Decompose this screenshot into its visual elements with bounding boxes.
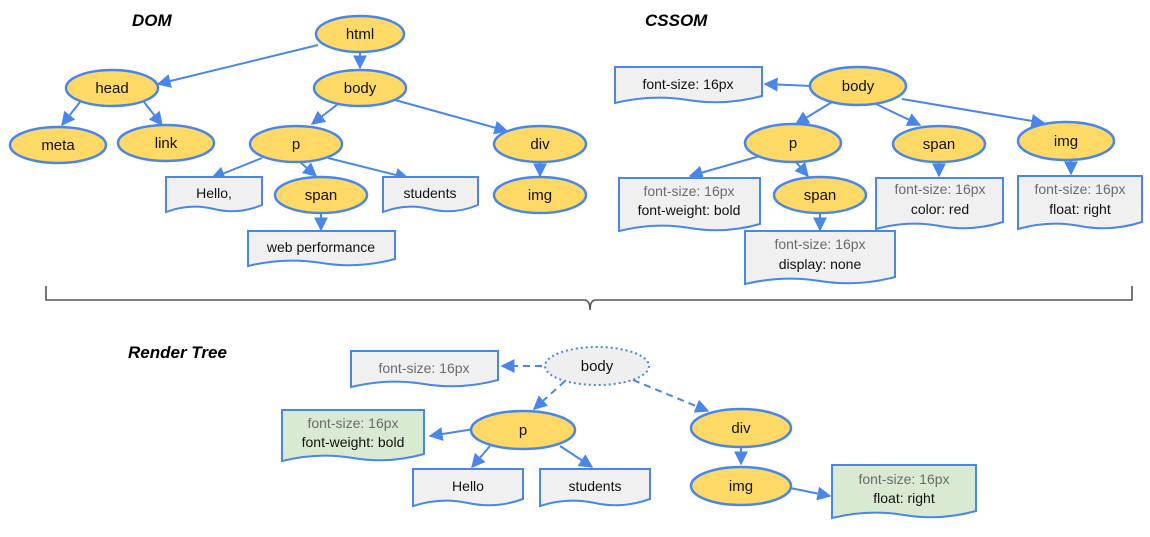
dom-edges bbox=[61, 44, 547, 232]
merge-brace bbox=[45, 286, 1133, 311]
cssom-style-span: font-size: 16px color: red bbox=[875, 177, 1004, 231]
cssom-node-span-nested-label: span bbox=[804, 187, 837, 204]
render-node-img-label: img bbox=[729, 478, 753, 495]
dom-node-link-label: link bbox=[155, 135, 178, 152]
render-node-div: div bbox=[689, 407, 793, 449]
cssom-title: CSSOM bbox=[645, 11, 708, 30]
dom-text-web-performance: web performance bbox=[247, 230, 396, 268]
render-style-img-line-1: font-size: 16px bbox=[858, 471, 949, 487]
cssom-style-span-nested: font-size: 16px display: none bbox=[744, 230, 896, 286]
dom-node-div-label: div bbox=[530, 136, 550, 153]
render-node-div-label: div bbox=[731, 420, 751, 437]
cssom-style-img-line-1: font-size: 16px bbox=[1034, 181, 1125, 197]
dom-text-students-label: students bbox=[404, 185, 457, 201]
dom-node-body: body bbox=[312, 68, 408, 108]
render-tree-edges bbox=[428, 359, 832, 501]
cssom-node-span: span bbox=[891, 124, 987, 164]
render-style-p-line-1: font-size: 16px bbox=[307, 415, 398, 431]
render-text-hello-label: Hello bbox=[452, 478, 484, 494]
cssom-node-p: p bbox=[743, 122, 843, 164]
dom-node-body-label: body bbox=[344, 80, 377, 97]
dom-node-meta-label: meta bbox=[41, 137, 75, 154]
dom-node-span-label: span bbox=[305, 187, 338, 204]
dom-node-head: head bbox=[64, 68, 160, 108]
dom-node-link: link bbox=[116, 123, 216, 163]
render-style-p: font-size: 16px font-weight: bold bbox=[281, 409, 425, 463]
cssom-tree: body p span img span font-size: 16px fon… bbox=[614, 65, 1143, 286]
render-node-p-label: p bbox=[519, 422, 527, 439]
dom-tree: html head body meta link p div span bbox=[8, 14, 588, 268]
cssom-style-img: font-size: 16px float: right bbox=[1017, 175, 1143, 231]
dom-text-web-performance-label: web performance bbox=[266, 239, 375, 255]
render-node-img: img bbox=[689, 465, 793, 507]
cssom-node-img: img bbox=[1016, 120, 1116, 162]
cssom-node-span-label: span bbox=[923, 136, 956, 153]
cssom-style-span-line-1: font-size: 16px bbox=[894, 181, 985, 197]
cssom-style-span-nested-line-2: display: none bbox=[779, 256, 862, 272]
dom-text-students: students bbox=[382, 176, 479, 214]
dom-node-img-label: img bbox=[528, 187, 552, 204]
render-text-students-label: students bbox=[569, 478, 622, 494]
dom-node-head-label: head bbox=[95, 80, 128, 97]
cssom-style-img-line-2: float: right bbox=[1049, 201, 1111, 217]
dom-title: DOM bbox=[132, 11, 173, 30]
render-text-hello: Hello bbox=[412, 468, 524, 508]
cssom-style-p-line-2: font-weight: bold bbox=[638, 202, 741, 218]
dom-text-hello-label: Hello, bbox=[196, 185, 232, 201]
cssom-style-p: font-size: 16px font-weight: bold bbox=[618, 177, 761, 233]
render-style-body-line-1: font-size: 16px bbox=[378, 360, 469, 376]
render-node-body: body bbox=[544, 346, 650, 386]
render-tree: body p div img font-size: 16px font-size… bbox=[281, 346, 977, 520]
render-style-img-line-2: float: right bbox=[873, 490, 935, 506]
render-style-body: font-size: 16px bbox=[350, 350, 499, 389]
dom-node-div: div bbox=[492, 124, 588, 164]
cssom-style-p-line-1: font-size: 16px bbox=[643, 183, 734, 199]
dom-node-p-label: p bbox=[292, 136, 300, 153]
cssom-style-span-nested-line-1: font-size: 16px bbox=[774, 236, 865, 252]
dom-text-hello: Hello, bbox=[165, 176, 263, 214]
dom-node-html: html bbox=[314, 14, 406, 54]
dom-node-img: img bbox=[492, 175, 588, 215]
render-tree-title: Render Tree bbox=[128, 343, 227, 362]
cssom-node-p-label: p bbox=[789, 135, 797, 152]
render-node-p: p bbox=[469, 409, 577, 451]
cssom-node-body: body bbox=[808, 65, 908, 107]
render-style-p-line-2: font-weight: bold bbox=[302, 434, 405, 450]
cssom-style-body: font-size: 16px bbox=[614, 66, 763, 105]
dom-node-html-label: html bbox=[346, 26, 374, 43]
cssom-node-body-label: body bbox=[842, 78, 875, 95]
cssom-edges bbox=[688, 77, 1078, 232]
cssom-style-body-line-1: font-size: 16px bbox=[642, 76, 733, 92]
render-text-students: students bbox=[539, 468, 651, 508]
dom-node-p: p bbox=[248, 124, 344, 164]
dom-node-meta: meta bbox=[8, 125, 108, 165]
cssom-node-span-nested: span bbox=[772, 175, 868, 215]
cssom-node-img-label: img bbox=[1054, 133, 1078, 150]
render-node-body-label: body bbox=[581, 358, 614, 375]
render-style-img: font-size: 16px float: right bbox=[831, 464, 977, 520]
dom-node-span: span bbox=[273, 175, 369, 215]
cssom-style-span-line-2: color: red bbox=[911, 201, 969, 217]
